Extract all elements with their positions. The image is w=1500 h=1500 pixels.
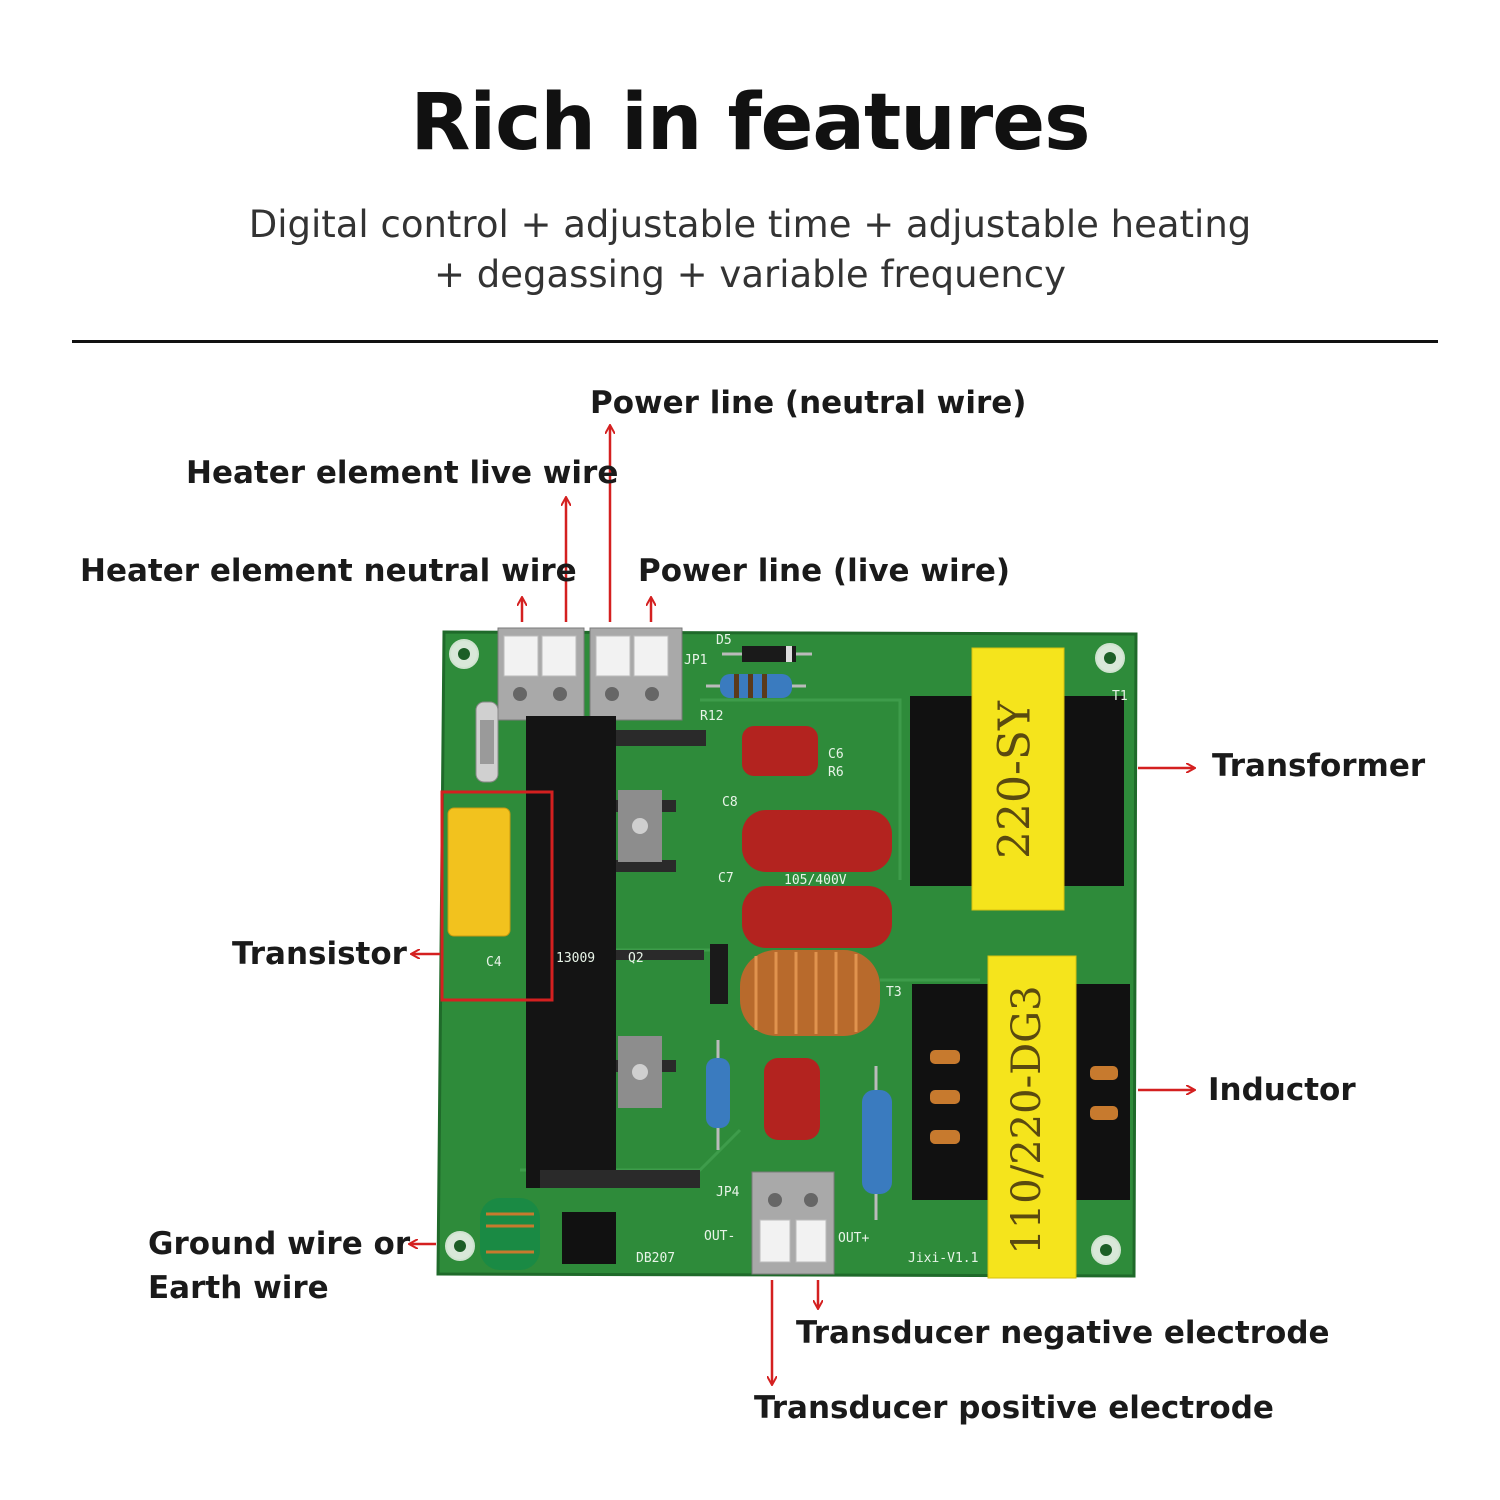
silkscreen-label: Q2 bbox=[628, 951, 644, 966]
diode-d5 bbox=[722, 646, 812, 662]
transistor-highlight-box bbox=[440, 790, 554, 1002]
silkscreen-label: C8 bbox=[722, 795, 738, 810]
label-inductor: Inductor bbox=[1208, 1072, 1356, 1108]
terminal-block-power bbox=[589, 627, 683, 721]
resistor-r7 bbox=[706, 1040, 730, 1150]
label-transistor: Transistor bbox=[232, 936, 407, 972]
label-power-neutral: Power line (neutral wire) bbox=[590, 385, 1027, 421]
bridge-rectifier-db207 bbox=[562, 1212, 616, 1264]
divider-rule bbox=[72, 340, 1438, 343]
terminal-block-heater bbox=[497, 627, 585, 721]
silkscreen-label: DB207 bbox=[636, 1251, 675, 1266]
output-terminal-jp4 bbox=[751, 1171, 835, 1275]
silkscreen-label: JP4 bbox=[716, 1185, 740, 1200]
silkscreen-label: T3 bbox=[886, 985, 902, 1000]
label-heater-neutral: Heater element neutral wire bbox=[80, 553, 577, 589]
silkscreen-label: C6 bbox=[828, 747, 844, 762]
page-title: Rich in features bbox=[410, 78, 1090, 168]
silkscreen-label: C4 bbox=[486, 955, 502, 970]
subtitle-line-2: + degassing + variable frequency bbox=[433, 253, 1067, 296]
label-heater-live: Heater element live wire bbox=[186, 455, 619, 491]
subtitle-line-1: Digital control + adjustable time + adju… bbox=[248, 203, 1252, 246]
silkscreen-label: 105/400V bbox=[784, 873, 847, 888]
silkscreen-label: D5 bbox=[716, 633, 732, 648]
capacitor-small bbox=[764, 1058, 820, 1140]
silkscreen-label: C7 bbox=[718, 871, 734, 886]
silkscreen-label: R6 bbox=[828, 765, 844, 780]
resistor-r12 bbox=[706, 674, 806, 698]
fuse bbox=[475, 701, 499, 783]
capacitor-c6 bbox=[742, 726, 818, 776]
silkscreen-label: 13009 bbox=[556, 951, 595, 966]
heatsink bbox=[526, 716, 706, 1188]
resistor-r4 bbox=[862, 1066, 892, 1220]
transformer-t1: 220-SY bbox=[910, 647, 1124, 911]
label-transducer-negative: Transducer negative electrode bbox=[796, 1315, 1330, 1351]
inductor-marking: 110/220-DG3 bbox=[1004, 985, 1050, 1254]
silkscreen-label: Jixi-V1.1 bbox=[908, 1251, 978, 1266]
label-transducer-positive: Transducer positive electrode bbox=[754, 1390, 1274, 1426]
label-ground-line-2: Earth wire bbox=[148, 1270, 329, 1306]
capacitor-c8 bbox=[742, 810, 892, 872]
page-subtitle: Digital control + adjustable time + adju… bbox=[0, 200, 1500, 300]
inductor-coil: 110/220-DG3 bbox=[912, 955, 1130, 1279]
label-power-live: Power line (live wire) bbox=[638, 553, 1011, 589]
toroid-t3 bbox=[740, 950, 880, 1036]
silkscreen-label: R12 bbox=[700, 709, 723, 724]
silkscreen-label: OUT- bbox=[704, 1229, 735, 1244]
diode-d6 bbox=[710, 944, 728, 1004]
ground-choke bbox=[480, 1198, 540, 1270]
transformer-marking: 220-SY bbox=[990, 700, 1041, 859]
capacitor-c4 bbox=[447, 807, 511, 937]
label-ground-line-1: Ground wire or bbox=[148, 1226, 411, 1262]
silkscreen-label: JP1 bbox=[684, 653, 707, 668]
silkscreen-label: T1 bbox=[1112, 689, 1128, 704]
silkscreen-label: OUT+ bbox=[838, 1231, 869, 1246]
label-transformer: Transformer bbox=[1212, 748, 1426, 784]
capacitor-c7 bbox=[742, 886, 892, 948]
